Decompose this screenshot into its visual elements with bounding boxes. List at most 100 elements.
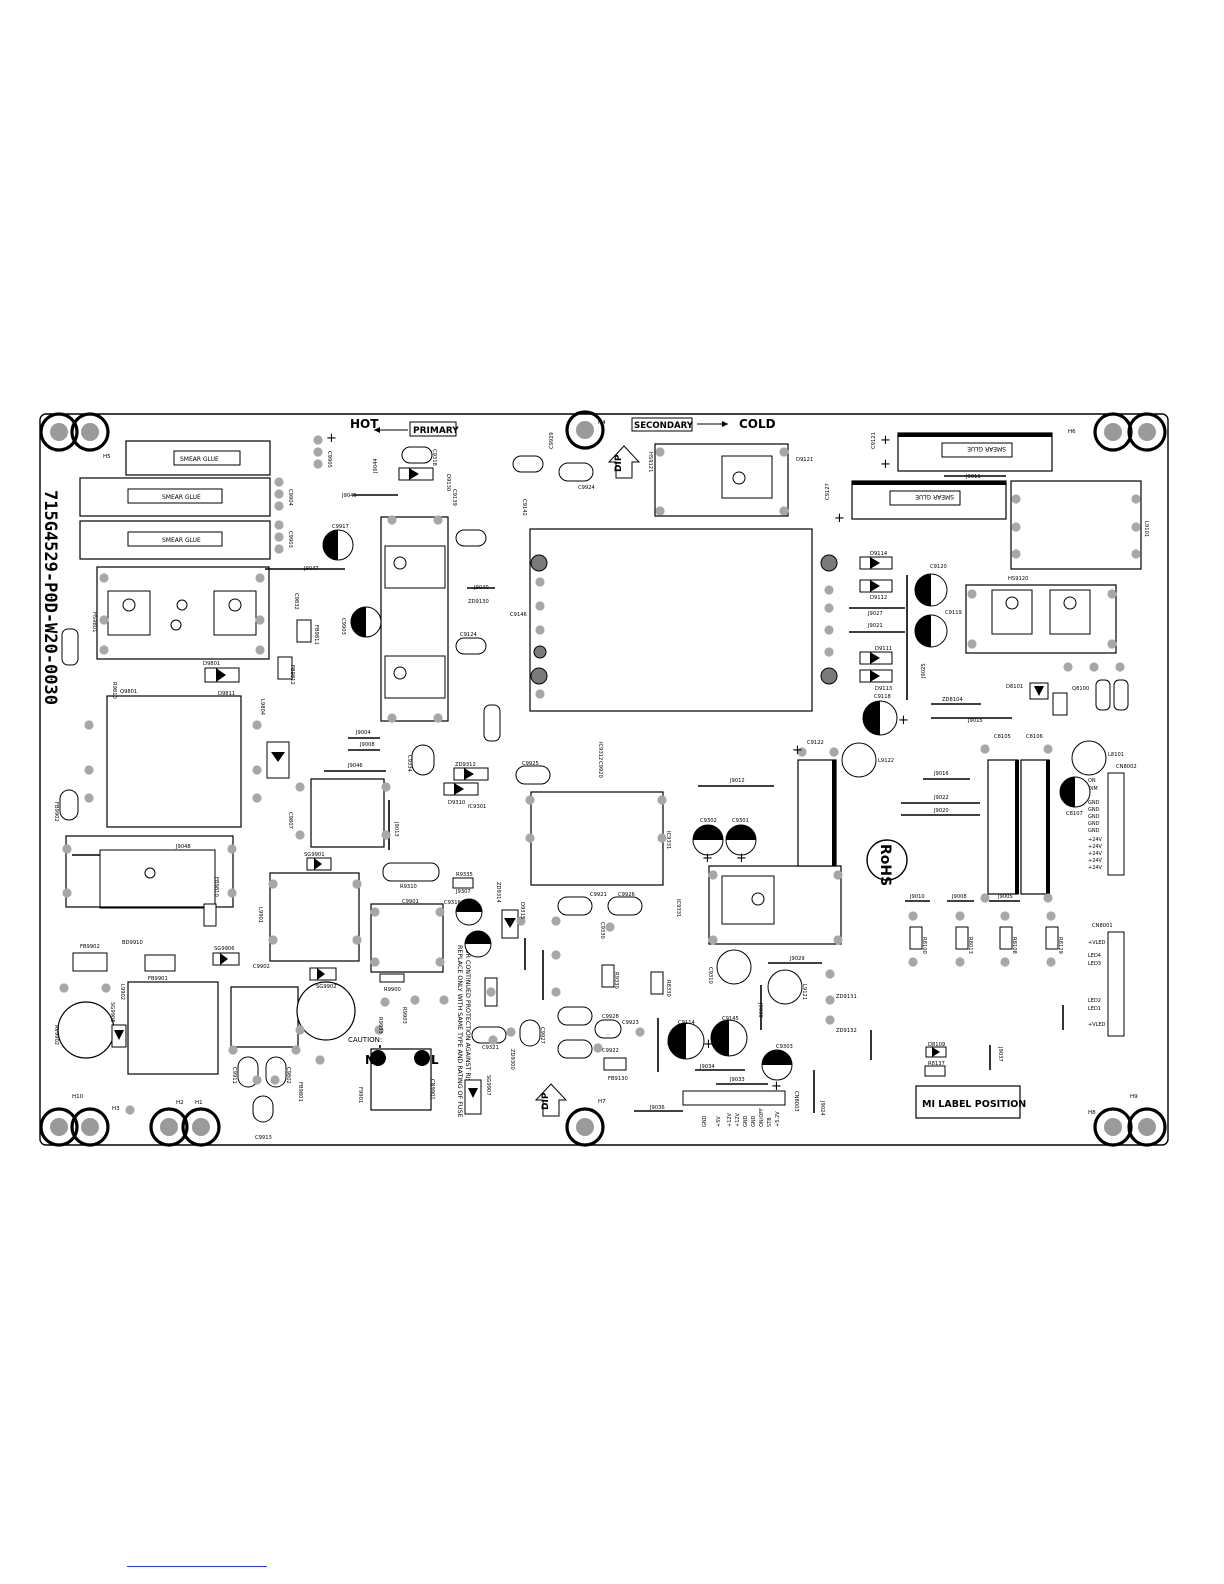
svg-text:DIM: DIM xyxy=(1088,786,1098,792)
svg-text:+: + xyxy=(792,743,803,758)
svg-text:C9321: C9321 xyxy=(482,1045,499,1051)
svg-text:RoHS: RoHS xyxy=(877,844,893,886)
svg-text:+VLED: +VLED xyxy=(1088,940,1106,946)
svg-text:C9334: C9334 xyxy=(406,755,412,773)
svg-text:H4: H4 xyxy=(598,420,606,426)
caution-text-1: FOR CONTINUED PROTECTION AGAINST RISK OF… xyxy=(464,945,471,1113)
svg-text:J9008: J9008 xyxy=(951,894,967,900)
rohs-logo: RoHS xyxy=(866,839,908,886)
svg-text:C9120: C9120 xyxy=(930,564,947,570)
svg-text:C9118: C9118 xyxy=(874,694,891,700)
svg-text:J9022: J9022 xyxy=(933,795,949,801)
svg-text:+12V: +12V xyxy=(735,1112,741,1127)
heatsink-middle xyxy=(380,516,449,722)
svg-text:L9101: L9101 xyxy=(1143,521,1149,537)
svg-text:R8330: R8330 xyxy=(665,980,671,997)
svg-text:LED3: LED3 xyxy=(1088,961,1101,967)
q9801-block xyxy=(106,695,242,828)
svg-text:STB: STB xyxy=(767,1117,773,1127)
svg-text:J9048: J9048 xyxy=(175,844,191,850)
component-reference-labels: C9905 C9904 C9903 C9917 J9045 J9044 C931… xyxy=(53,432,1149,1141)
svg-text:C9119: C9119 xyxy=(945,610,962,616)
board-part-number: 715G4529-P0D-W20-0030 xyxy=(40,490,60,705)
svg-text:C9927: C9927 xyxy=(539,1027,545,1044)
svg-text:J9047: J9047 xyxy=(303,566,319,572)
svg-text:C8106: C8106 xyxy=(1026,734,1043,740)
capacitor-block-c8105 xyxy=(987,759,1019,895)
svg-text:C9921: C9921 xyxy=(590,892,607,898)
svg-text:+: + xyxy=(880,433,891,448)
heatsink-blocks-right: SMEAR GLUE SMEAR GLUE xyxy=(851,432,1053,520)
svg-text:C8105: C8105 xyxy=(994,734,1011,740)
svg-text:SMEAR GLUE: SMEAR GLUE xyxy=(162,537,201,544)
svg-text:J9021: J9021 xyxy=(867,623,883,629)
svg-text:H5: H5 xyxy=(103,454,111,460)
svg-text:C9310: C9310 xyxy=(707,967,713,984)
svg-text:ZD9132: ZD9132 xyxy=(836,1028,857,1034)
svg-text:C9928: C9928 xyxy=(602,1014,619,1020)
jumper-wires xyxy=(72,475,1064,1113)
svg-text:D9111: D9111 xyxy=(875,646,892,652)
svg-text:ZD8104: ZD8104 xyxy=(942,697,963,703)
svg-text:FB9812: FB9812 xyxy=(289,665,295,685)
dip-arrow-bottom: DIP xyxy=(534,1083,568,1117)
svg-text:LED2: LED2 xyxy=(1088,998,1101,1004)
svg-text:CN9901: CN9901 xyxy=(429,1079,435,1100)
svg-text:H1: H1 xyxy=(195,1100,203,1106)
svg-text:C9807: C9807 xyxy=(287,812,293,829)
svg-text:C9920: C9920 xyxy=(597,761,603,778)
svg-text:LED1: LED1 xyxy=(1088,1006,1101,1012)
svg-text:GND: GND xyxy=(1088,828,1100,834)
svg-text:L9901: L9901 xyxy=(257,907,263,923)
capacitor-block-c8106 xyxy=(1020,759,1050,895)
svg-text:H10: H10 xyxy=(72,1094,84,1100)
bd9910-bridge xyxy=(127,981,219,1075)
svg-text:R9903: R9903 xyxy=(401,1007,407,1024)
svg-text:+VLED: +VLED xyxy=(1088,1022,1106,1028)
svg-text:R9330: R9330 xyxy=(613,972,619,989)
resistors xyxy=(61,619,1129,1077)
svg-text:J9024: J9024 xyxy=(819,1100,825,1116)
svg-text:C9114: C9114 xyxy=(678,1020,696,1026)
svg-text:+24V: +24V xyxy=(1088,844,1103,850)
heatsink-hs9120 xyxy=(965,584,1117,654)
svg-text:SMEAR GLUE: SMEAR GLUE xyxy=(915,493,954,500)
svg-text:SG9906: SG9906 xyxy=(214,946,235,952)
svg-text:GND: GND xyxy=(751,1115,757,1127)
svg-text:GND: GND xyxy=(702,1115,708,1127)
svg-text:+: + xyxy=(326,431,337,446)
svg-text:HS9120: HS9120 xyxy=(1008,576,1028,582)
board-outline xyxy=(39,413,1169,1146)
svg-text:GND: GND xyxy=(1088,800,1100,806)
inductor-l9101 xyxy=(1010,480,1142,570)
svg-text:IC9301: IC9301 xyxy=(468,804,486,810)
svg-text:IC9331: IC9331 xyxy=(675,899,681,917)
svg-text:L8101: L8101 xyxy=(1108,752,1124,758)
svg-text:ZD9312: ZD9312 xyxy=(455,762,476,768)
svg-text:+5V: +5V xyxy=(716,1116,722,1127)
svg-text:D8109: D8109 xyxy=(928,1042,945,1048)
capacitor-c9902 xyxy=(230,986,299,1048)
svg-text:J9012: J9012 xyxy=(729,778,745,784)
svg-text:H9: H9 xyxy=(1130,1094,1138,1100)
svg-text:H6: H6 xyxy=(1068,429,1076,435)
j9048-block xyxy=(65,835,234,908)
svg-text:C9926: C9926 xyxy=(618,892,635,898)
svg-text:+24V: +24V xyxy=(1088,837,1103,843)
svg-text:D9112: D9112 xyxy=(870,595,887,601)
svg-text:D9121: D9121 xyxy=(796,457,813,463)
svg-text:+: + xyxy=(666,1037,677,1052)
svg-text:SMEAR GLUE: SMEAR GLUE xyxy=(967,445,1006,452)
svg-text:H3: H3 xyxy=(112,1106,120,1112)
svg-text:J9037: J9037 xyxy=(997,1046,1003,1062)
svg-text:ZD9300: ZD9300 xyxy=(509,1049,515,1070)
svg-text:D8101: D8101 xyxy=(1006,684,1023,690)
svg-text:J9307: J9307 xyxy=(455,889,471,895)
svg-text:C9917: C9917 xyxy=(332,524,349,530)
svg-text:C9903: C9903 xyxy=(287,531,293,548)
svg-text:J9036: J9036 xyxy=(649,1105,665,1111)
svg-text:R9900: R9900 xyxy=(384,987,401,993)
svg-text:J9027: J9027 xyxy=(867,611,883,617)
svg-text:FB9902: FB9902 xyxy=(80,944,100,950)
